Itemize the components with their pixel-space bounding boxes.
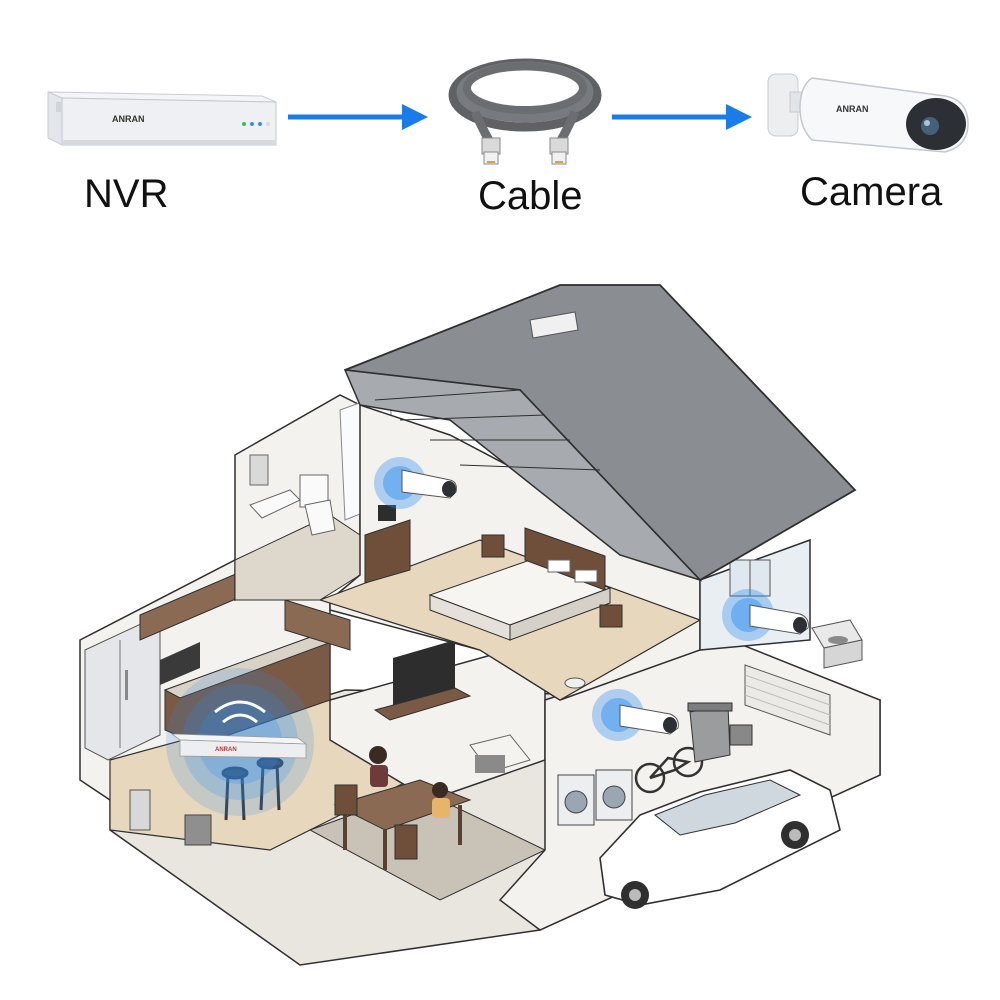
nvr-location-signal: ANRAN xyxy=(166,668,314,816)
ethernet-cable-icon xyxy=(448,58,602,165)
camera-brand-text: ANRAN xyxy=(836,104,869,114)
bullet-camera-icon: ANRAN xyxy=(767,73,969,153)
arrow-nvr-to-cable xyxy=(288,104,428,130)
house-cutaway-illustration: ANRAN xyxy=(79,284,881,966)
arrow-cable-to-camera xyxy=(612,104,752,130)
camera-signal-bedroom xyxy=(374,457,457,509)
car-illustration xyxy=(599,769,841,909)
camera-signal-garage xyxy=(592,689,679,741)
cable-label: Cable xyxy=(478,174,583,218)
nvr-label: NVR xyxy=(84,172,169,216)
nvr-brand-text: ANRAN xyxy=(112,114,145,124)
camera-label: Camera xyxy=(800,170,943,214)
camera-signal-exterior xyxy=(722,589,809,641)
nvr-small-brand: ANRAN xyxy=(215,747,237,753)
nvr-device-icon: ANRAN xyxy=(47,91,277,146)
